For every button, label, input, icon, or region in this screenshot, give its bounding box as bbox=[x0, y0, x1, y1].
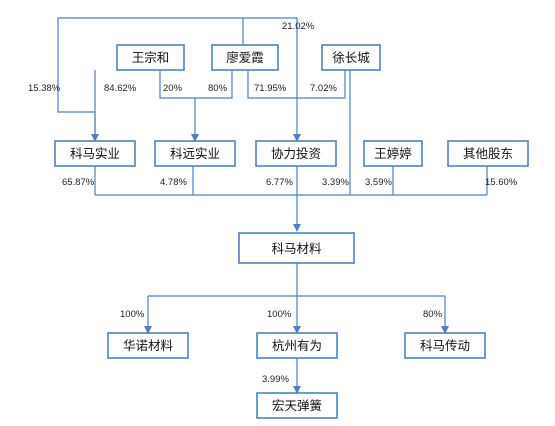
percentage-labels: 21.02% 15.38% 84.62% 20% 80% 71.95% 7.02… bbox=[28, 21, 518, 385]
arrowheads bbox=[91, 134, 449, 394]
node-xu-changcheng: 徐长城 bbox=[321, 44, 381, 71]
pct-others-to-kema: 15.60% bbox=[485, 177, 518, 188]
arrow-to-hangzhou bbox=[293, 326, 301, 334]
pct-wang-to-keyuan: 20% bbox=[163, 83, 183, 94]
pct-kema-to-chuandong: 80% bbox=[423, 309, 443, 320]
line-xu-to-xieli bbox=[297, 70, 346, 99]
svg-text:科马实业: 科马实业 bbox=[70, 146, 120, 161]
pct-xu-to-kema: 3.39% bbox=[322, 177, 349, 188]
pct-liao-to-xieli-top: 21.02% bbox=[282, 21, 315, 32]
line-liao-to-xieli bbox=[247, 70, 297, 99]
svg-text:宏天弹簧: 宏天弹簧 bbox=[272, 398, 322, 413]
arrow-to-huanuo bbox=[144, 326, 152, 334]
pct-hangzhou-to-hongtian: 3.99% bbox=[262, 374, 289, 385]
arrow-to-chuandong bbox=[441, 326, 449, 334]
pct-wang-tingting-to-kema: 3.59% bbox=[365, 177, 392, 188]
pct-liao-to-kema: 84.62% bbox=[104, 83, 137, 94]
node-xieli-touzi: 协力投资 bbox=[255, 140, 337, 167]
arrow-to-keyuan bbox=[191, 134, 199, 142]
node-wang-zonghe: 王宗和 bbox=[116, 44, 185, 71]
pct-kema-to-hangzhou: 100% bbox=[267, 309, 292, 320]
node-wang-tingting: 王婷婷 bbox=[363, 140, 423, 167]
svg-text:徐长城: 徐长城 bbox=[332, 50, 370, 65]
svg-text:科马传动: 科马传动 bbox=[420, 338, 470, 353]
node-keyuan-shiye: 科远实业 bbox=[154, 140, 236, 167]
line-wang-to-keyuan bbox=[159, 70, 196, 136]
node-huanuo-cailiao: 华诺材料 bbox=[107, 332, 189, 359]
line-liao-to-keyuan bbox=[195, 70, 233, 99]
svg-text:科远实业: 科远实业 bbox=[170, 146, 220, 161]
pct-wang-to-xieli: 71.95% bbox=[254, 83, 287, 94]
pct-xu-to-xieli: 7.02% bbox=[310, 83, 337, 94]
pct-wang-to-kema-outer: 15.38% bbox=[28, 83, 61, 94]
line-liao-loop bbox=[57, 17, 244, 136]
line-liao-top-to-xieli bbox=[243, 17, 298, 136]
pct-keyuan-to-kema: 4.78% bbox=[160, 177, 187, 188]
svg-text:王宗和: 王宗和 bbox=[132, 50, 170, 65]
node-kema-shiye: 科马实业 bbox=[54, 140, 136, 167]
svg-text:王婷婷: 王婷婷 bbox=[374, 146, 412, 161]
svg-text:廖爱霞: 廖爱霞 bbox=[226, 50, 264, 65]
svg-text:科马材料: 科马材料 bbox=[271, 241, 322, 256]
connector-lines bbox=[57, 17, 488, 388]
node-kema-cailiao: 科马材料 bbox=[238, 232, 355, 264]
svg-text:杭州有为: 杭州有为 bbox=[272, 338, 322, 353]
arrow-to-kema-cailiao bbox=[293, 224, 301, 232]
arrow-to-xieli bbox=[293, 134, 301, 142]
node-hongtian-danhuang: 宏天弹簧 bbox=[256, 392, 338, 419]
svg-text:协力投资: 协力投资 bbox=[271, 146, 321, 161]
svg-text:华诺材料: 华诺材料 bbox=[123, 338, 174, 353]
node-liao-aixia: 廖爱霞 bbox=[211, 44, 279, 71]
node-hangzhou-youwei: 杭州有为 bbox=[256, 332, 338, 359]
svg-text:其他股东: 其他股东 bbox=[463, 146, 513, 161]
arrow-to-hongtian bbox=[293, 386, 301, 394]
pct-xieli-to-kema: 6.77% bbox=[266, 177, 293, 188]
pct-liao-to-keyuan: 80% bbox=[208, 83, 228, 94]
pct-kema-to-huanuo: 100% bbox=[120, 309, 145, 320]
arrow-to-kema-shiye bbox=[91, 134, 99, 142]
pct-kema-shiye-to-kema: 65.87% bbox=[62, 177, 95, 188]
node-kema-chuandong: 科马传动 bbox=[404, 332, 486, 359]
node-other-shareholders: 其他股东 bbox=[447, 140, 529, 167]
